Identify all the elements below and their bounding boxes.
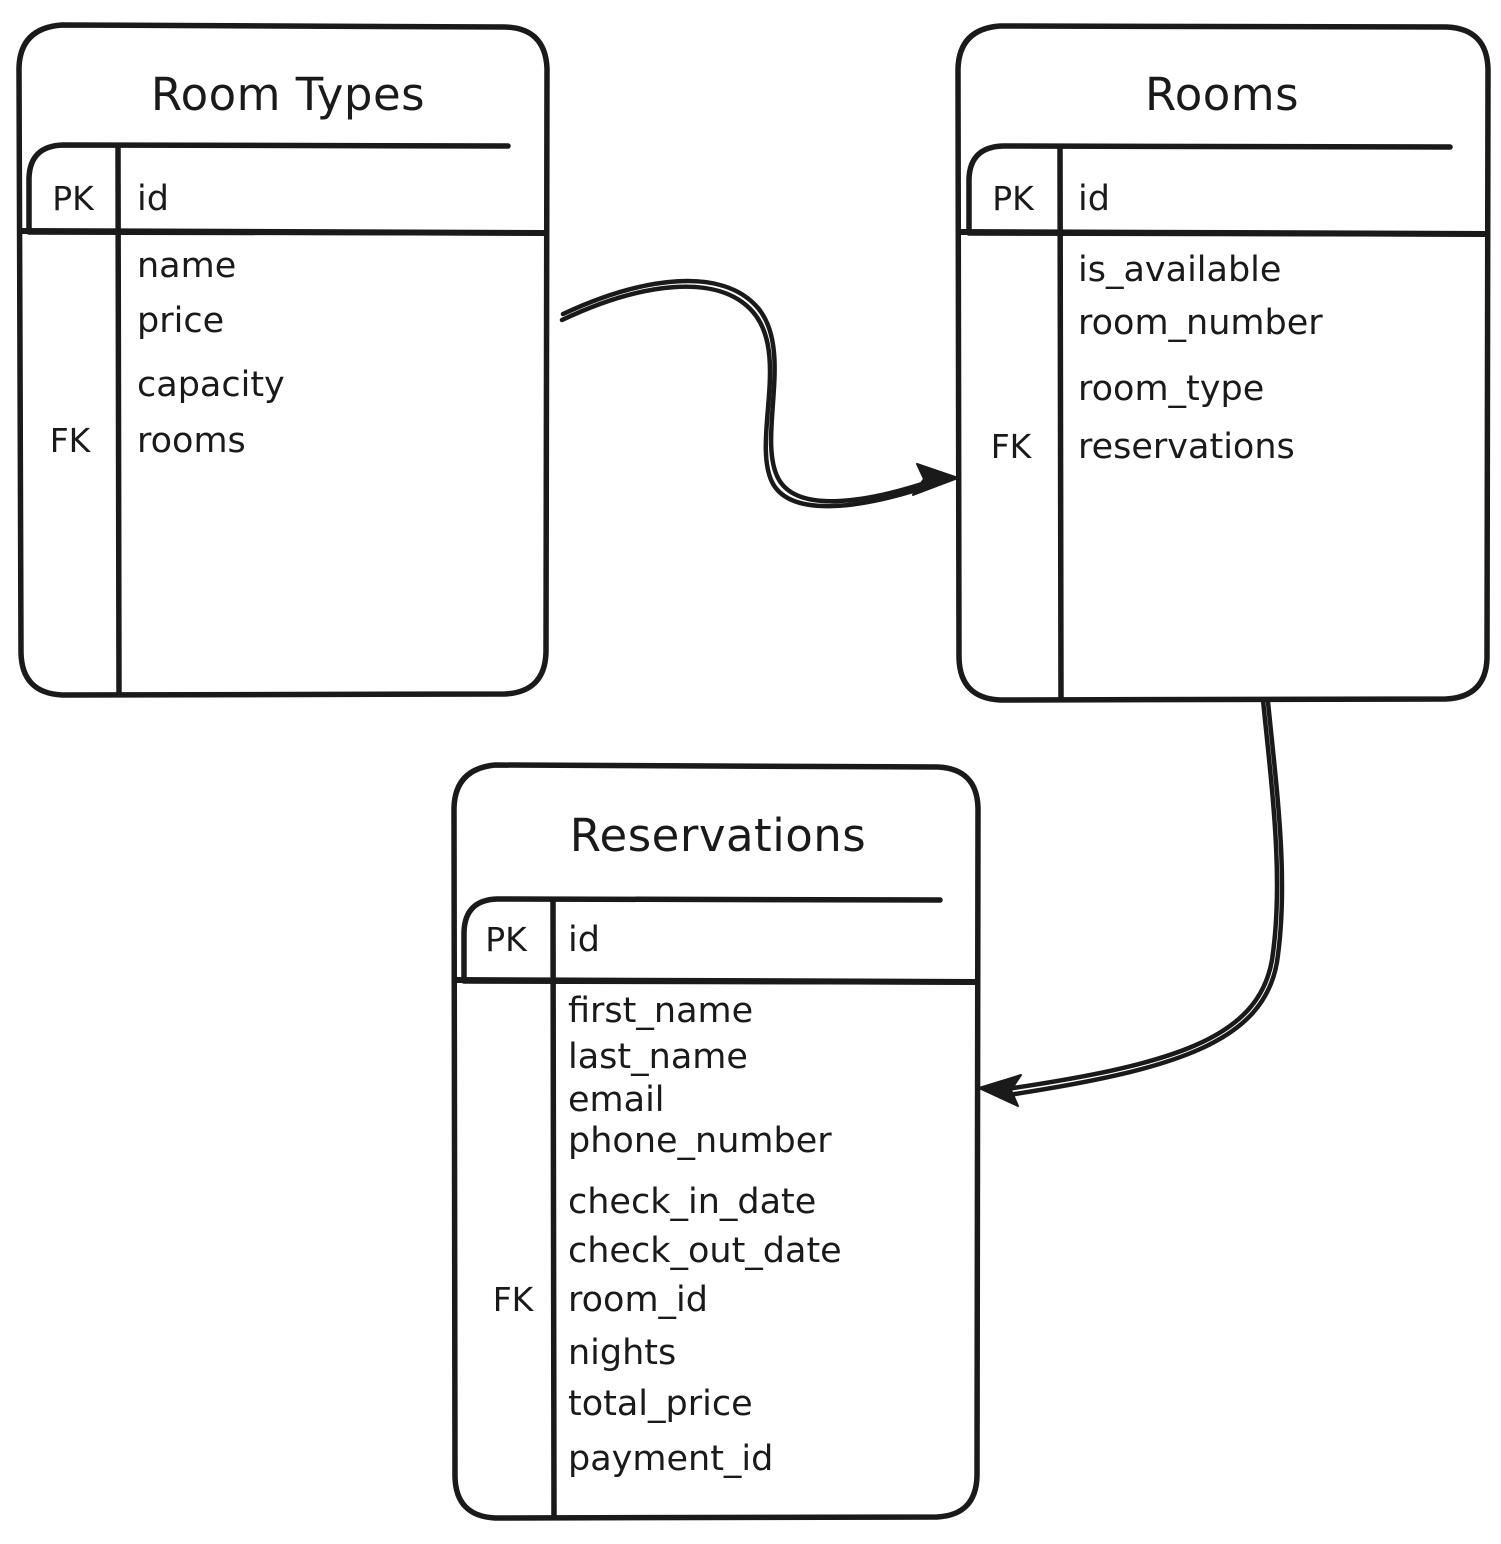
entity-rooms-field-0: is_available	[1078, 250, 1281, 290]
entity-reservations-fk-label: FK	[493, 1280, 535, 1319]
entity-reservations-pk-label: PK	[485, 920, 528, 959]
entity-rooms-field-3: reservations	[1078, 427, 1295, 467]
entity-room-types-pk-field: id	[137, 179, 169, 219]
entity-reservations[interactable]: Reservations PK id first_name last_name …	[451, 762, 981, 1521]
entity-rooms-fk-label: FK	[991, 427, 1033, 466]
entity-reservations-title: Reservations	[570, 809, 866, 862]
entity-room-types-title: Room Types	[151, 68, 425, 121]
entity-room-types-outline	[16, 22, 550, 698]
entity-rooms-title: Rooms	[1145, 68, 1299, 121]
entity-rooms[interactable]: Rooms PK id is_available room_number roo…	[955, 23, 1491, 703]
entity-rooms-pk-field: id	[1078, 179, 1110, 219]
entity-reservations-field-9: payment_id	[568, 1439, 773, 1479]
relationship-rooms-to-reservations-line-2	[999, 699, 1285, 1099]
relationship-room-types-to-rooms-arrowhead	[912, 463, 959, 496]
entity-reservations-field-0: first_name	[568, 991, 753, 1031]
entity-rooms-header-rule	[957, 229, 1490, 237]
entity-reservations-field-6: room_id	[568, 1280, 708, 1320]
entity-reservations-pk-field: id	[568, 920, 600, 960]
entity-reservations-header-rule	[453, 977, 979, 985]
entity-room-types-header-rule	[17, 228, 549, 236]
relationship-room-types-to-rooms[interactable]	[559, 278, 959, 509]
entity-reservations-field-4: check_in_date	[568, 1182, 816, 1222]
entity-reservations-field-3: phone_number	[568, 1121, 832, 1161]
entity-reservations-field-2: email	[568, 1080, 665, 1120]
relationship-room-types-to-rooms-line-2	[560, 278, 946, 504]
entity-room-types-pk-label: PK	[52, 179, 95, 218]
entity-reservations-field-1: last_name	[568, 1037, 748, 1077]
entity-room-types-pk-box	[26, 142, 548, 236]
entity-rooms-pk-label: PK	[992, 179, 1035, 218]
entity-reservations-field-8: total_price	[568, 1384, 753, 1424]
entity-reservations-outline	[451, 762, 981, 1521]
entity-rooms-column-divider	[1057, 144, 1064, 702]
entity-rooms-pk-box	[966, 143, 1489, 237]
entity-rooms-field-1: room_number	[1078, 303, 1323, 343]
relationship-rooms-to-reservations-line	[997, 697, 1280, 1093]
entity-room-types[interactable]: Room Types PK id name price capacity roo…	[16, 22, 550, 698]
relationship-room-types-to-rooms-line	[559, 284, 944, 509]
entity-room-types-column-divider	[115, 143, 122, 697]
relationship-rooms-to-reservations[interactable]	[978, 697, 1285, 1107]
entity-reservations-column-divider	[550, 897, 557, 1520]
entity-room-types-field-1: price	[137, 301, 224, 341]
entity-reservations-pk-box	[461, 896, 978, 985]
entity-rooms-field-2: room_type	[1078, 369, 1264, 409]
entity-room-types-field-3: rooms	[137, 421, 246, 461]
entity-room-types-field-0: name	[137, 246, 236, 286]
entity-rooms-outline	[955, 23, 1491, 703]
entity-room-types-field-2: capacity	[137, 365, 285, 405]
entity-reservations-field-7: nights	[568, 1333, 676, 1373]
entity-room-types-fk-label: FK	[50, 421, 92, 460]
relationship-rooms-to-reservations-arrowhead	[978, 1074, 1022, 1107]
entity-reservations-field-5: check_out_date	[568, 1231, 842, 1271]
